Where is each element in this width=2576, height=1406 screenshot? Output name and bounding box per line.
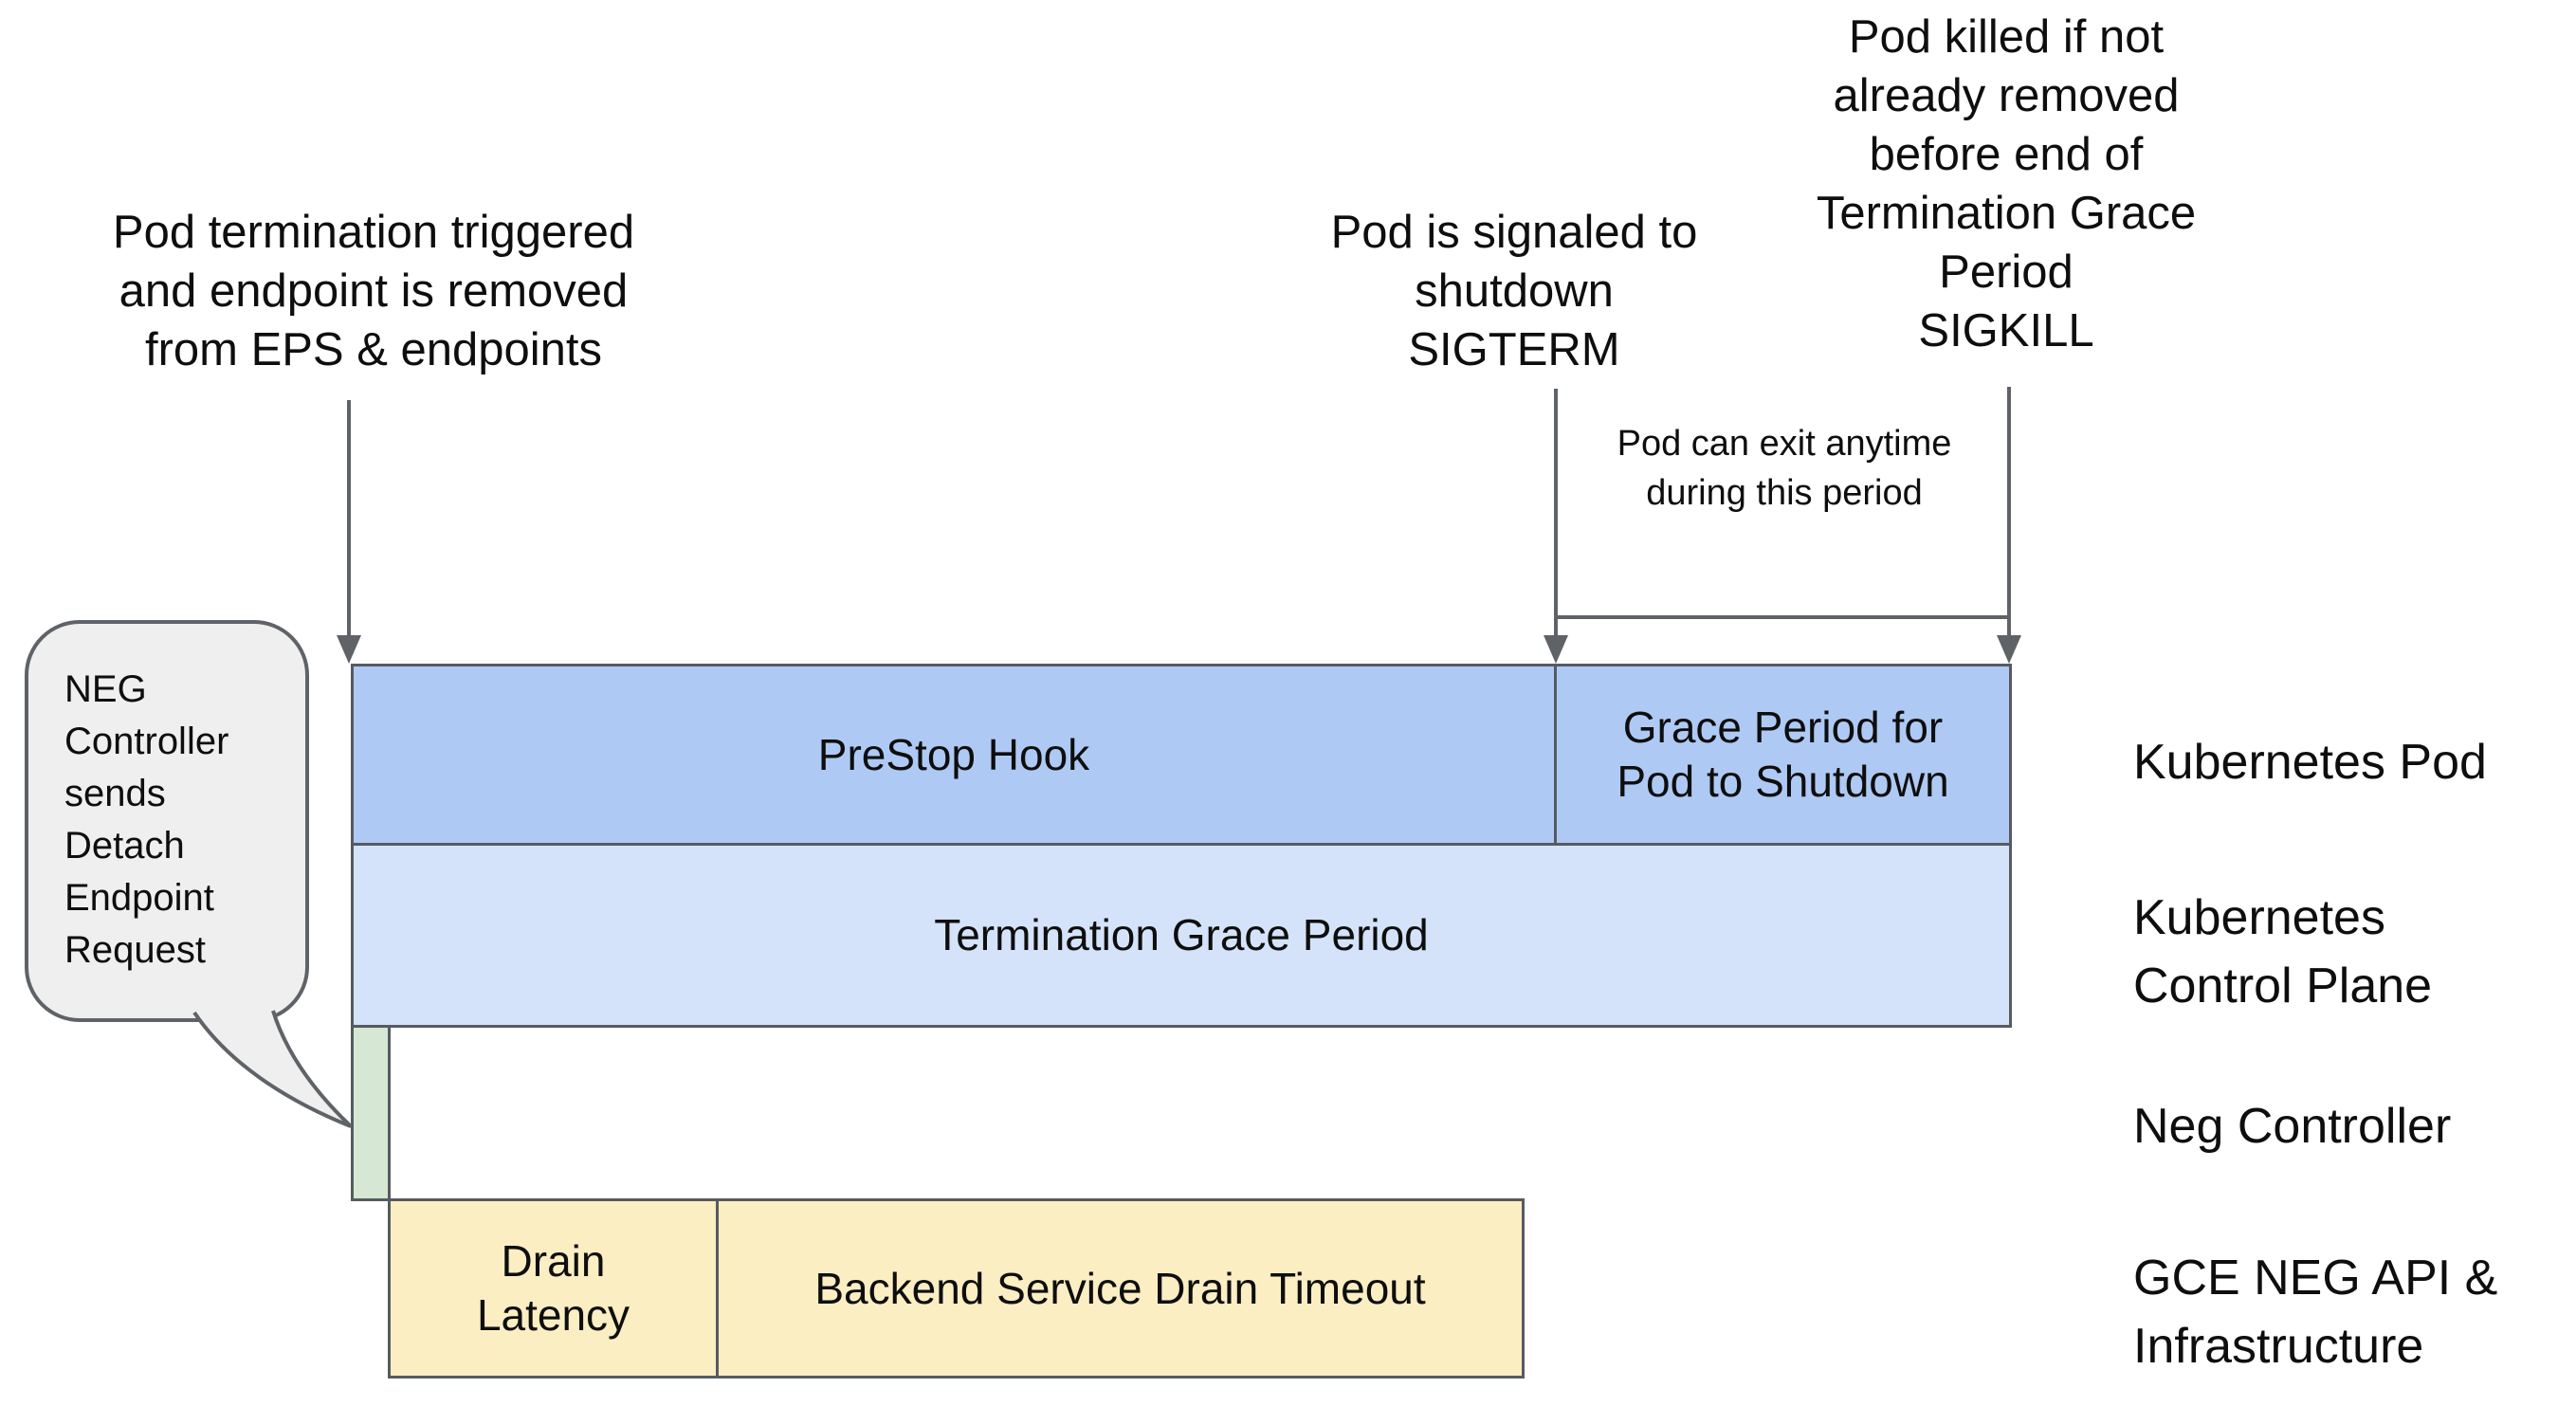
lane-label-line: GCE NEG API & — [2133, 1251, 2498, 1306]
prestop-hook-bar: PreStop Hook — [351, 664, 1557, 846]
bubble-line: Detach — [64, 825, 185, 867]
annotation-line: shutdown — [1415, 265, 1614, 317]
bubble-line: Endpoint — [64, 877, 214, 919]
lane-label-line: Control Plane — [2133, 959, 2433, 1013]
annotation-line: Pod is signaled to — [1330, 207, 1698, 258]
speech-bubble-text: NEG Controller sends Detach Endpoint Req… — [64, 664, 228, 977]
sigterm-annotation: Pod is signaled to shutdown SIGTERM — [1287, 203, 1742, 379]
note-line: Pod can exit anytime — [1617, 424, 1952, 464]
bar-label-line: Pod to Shutdown — [1617, 757, 1949, 806]
grace-period-span-line — [1556, 615, 2009, 619]
annotation-line: already removed — [1833, 70, 2180, 121]
neg-controller-detach-bar — [351, 1025, 391, 1201]
lane-label-kubernetes-pod: Kubernetes Pod — [2133, 735, 2487, 790]
annotation-line: SIGKILL — [1918, 305, 2094, 356]
bar-label: Termination Grace Period — [934, 910, 1429, 959]
bubble-line: Request — [64, 929, 206, 971]
lane-label-neg-controller: Neg Controller — [2133, 1099, 2452, 1154]
sigkill-arrow-line — [2007, 387, 2011, 641]
bar-label-line: Drain — [501, 1236, 606, 1286]
annotation-line: Termination Grace — [1816, 188, 2197, 239]
bar-label-line: Grace Period for — [1622, 703, 1944, 752]
neg-controller-speech-bubble — [25, 620, 309, 1022]
lane-label-line: Infrastructure — [2133, 1319, 2424, 1374]
backend-service-drain-timeout-bar: Backend Service Drain Timeout — [716, 1198, 1525, 1379]
bar-label: PreStop Hook — [817, 729, 1090, 779]
annotation-line: from EPS & endpoints — [144, 324, 603, 375]
drain-latency-bar: Drain Latency — [388, 1198, 719, 1379]
annotation-line: before end of — [1869, 129, 2144, 180]
annotation-line: Pod killed if not — [1848, 11, 2165, 63]
arrow-down-icon — [1544, 635, 1568, 664]
bubble-line: Controller — [64, 721, 229, 762]
sigkill-annotation: Pod killed if not already removed before… — [1779, 8, 2234, 360]
pod-can-exit-note: Pod can exit anytime during this period — [1566, 419, 2002, 518]
annotation-line: Pod termination triggered — [112, 207, 635, 258]
bar-label-line: Latency — [476, 1290, 630, 1340]
bubble-line: NEG — [64, 668, 147, 710]
arrow-down-icon — [337, 635, 361, 664]
pod-termination-annotation: Pod termination triggered and endpoint i… — [32, 203, 715, 379]
sigterm-arrow-line — [1554, 389, 1558, 641]
bar-label: Backend Service Drain Timeout — [814, 1263, 1426, 1313]
annotation-line: and endpoint is removed — [119, 265, 629, 317]
annotation-line: SIGTERM — [1408, 324, 1620, 375]
pod-termination-arrow-line — [347, 400, 351, 641]
lane-label-gce: GCE NEG API & Infrastructure — [2133, 1244, 2497, 1380]
termination-grace-period-bar: Termination Grace Period — [351, 843, 2012, 1028]
annotation-line: Period — [1939, 247, 2074, 298]
lane-label-control-plane: Kubernetes Control Plane — [2133, 884, 2432, 1020]
bubble-line: sends — [64, 773, 166, 814]
grace-period-bar: Grace Period for Pod to Shutdown — [1554, 664, 2012, 846]
arrow-down-icon — [1997, 635, 2021, 664]
speech-bubble-tail — [192, 1010, 353, 1128]
lane-label-line: Kubernetes — [2133, 890, 2385, 945]
note-line: during this period — [1646, 473, 1923, 513]
